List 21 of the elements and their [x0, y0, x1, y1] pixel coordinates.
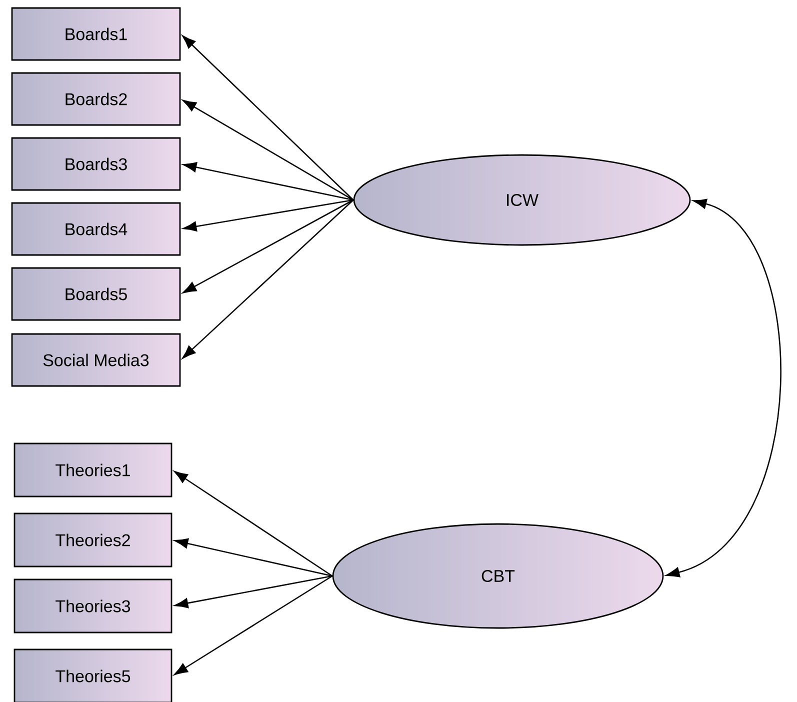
variable-box: Social Media3 [11, 333, 181, 387]
arrow [666, 198, 782, 578]
variable-box: Boards3 [11, 137, 181, 191]
arrow [182, 199, 354, 294]
variable-box: Boards4 [11, 202, 181, 256]
variable-box: Theories2 [14, 512, 172, 568]
arrow [182, 162, 354, 201]
arrow [174, 575, 332, 608]
arrow [174, 470, 333, 577]
variable-box: Boards1 [11, 7, 181, 61]
arrow [174, 538, 332, 577]
variable-box: Theories3 [14, 578, 172, 634]
variable-box: Theories5 [14, 648, 172, 702]
variable-box: Theories1 [14, 442, 172, 498]
variable-box: Boards5 [11, 267, 181, 321]
variable-box: Boards2 [11, 72, 181, 126]
arrow [182, 199, 354, 232]
arrow [182, 100, 354, 201]
arrow [174, 575, 333, 676]
arrow [182, 200, 354, 359]
arrow [182, 35, 354, 200]
